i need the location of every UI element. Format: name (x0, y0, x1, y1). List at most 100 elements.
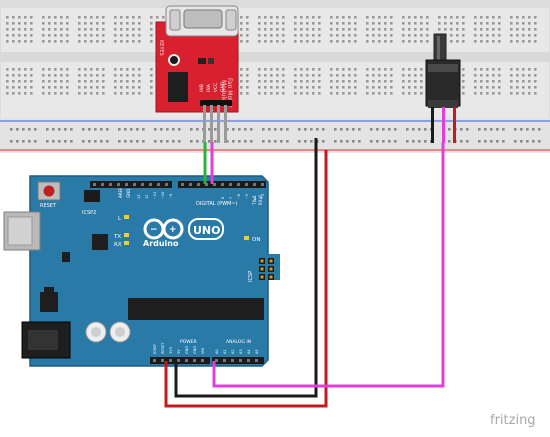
breadboard-hole (450, 28, 453, 31)
rail-hole (478, 140, 481, 143)
breadboard-hole (516, 80, 519, 83)
rail-hole (28, 140, 31, 143)
rail-hole (448, 140, 451, 143)
breadboard-hole (54, 40, 57, 43)
breadboard-hole (498, 74, 501, 77)
breadboard-hole (60, 86, 63, 89)
breadboard-hole (150, 34, 153, 37)
breadboard-hole (276, 16, 279, 19)
breadboard-hole (534, 68, 537, 71)
breadboard-hole (408, 40, 411, 43)
breadboard-hole (474, 80, 477, 83)
breadboard-hole (408, 92, 411, 95)
on-label: ON (252, 237, 260, 243)
breadboard-hole (48, 74, 51, 77)
breadboard-hole (78, 86, 81, 89)
breadboard-hole (528, 16, 531, 19)
digital-pin-label: ~5 (245, 194, 249, 199)
breadboard-hole (444, 22, 447, 25)
breadboard-hole (318, 74, 321, 77)
breadboard-hole (336, 74, 339, 77)
breadboard-hole (306, 22, 309, 25)
breadboard-hole (306, 74, 309, 77)
rail-hole (538, 140, 541, 143)
breadboard-hole (342, 68, 345, 71)
breadboard-hole (528, 34, 531, 37)
breadboard-hole (378, 74, 381, 77)
breadboard-hole (138, 68, 141, 71)
rail-hole (304, 128, 307, 131)
breadboard-hole (240, 22, 243, 25)
breadboard-hole (42, 92, 45, 95)
breadboard-hole (6, 80, 9, 83)
breadboard-hole (390, 22, 393, 25)
rail-hole (394, 128, 397, 131)
breadboard-hole (24, 80, 27, 83)
breadboard-hole (474, 86, 477, 89)
breadboard-hole (414, 92, 417, 95)
voltage-regulator-tab (44, 287, 54, 293)
pot-pin-left (431, 107, 434, 143)
breadboard-hole (6, 40, 9, 43)
breadboard-hole (114, 68, 117, 71)
rail-hole (274, 140, 277, 143)
breadboard-hole (498, 68, 501, 71)
breadboard-hole (402, 16, 405, 19)
breadboard-hole (138, 86, 141, 89)
breadboard-hole (408, 68, 411, 71)
breadboard-hole (372, 68, 375, 71)
reset-button-cap[interactable] (43, 185, 55, 197)
header-hole (125, 183, 128, 186)
rail-hole (28, 128, 31, 131)
breadboard-hole (90, 80, 93, 83)
breadboard-hole (312, 16, 315, 19)
rail-hole (70, 128, 73, 131)
rail-hole (190, 140, 193, 143)
breadboard-hole (54, 74, 57, 77)
rail-hole (244, 140, 247, 143)
header-hole (193, 359, 196, 362)
breadboard-hole (84, 80, 87, 83)
breadboard-hole (114, 28, 117, 31)
fan-motor-module: Fan Motor Module KEYES INB INA VCC GND (155, 5, 239, 143)
breadboard-hole (378, 16, 381, 19)
breadboard-hole (300, 22, 303, 25)
rail-hole (232, 128, 235, 131)
breadboard-hole (492, 40, 495, 43)
breadboard-hole (24, 34, 27, 37)
breadboard-hole (18, 40, 21, 43)
breadboard-hole (270, 86, 273, 89)
breadboard-hole (12, 86, 15, 89)
header-hole (93, 183, 96, 186)
breadboard-hole (24, 40, 27, 43)
breadboard-hole (318, 68, 321, 71)
header-hole (181, 183, 184, 186)
rail-hole (232, 140, 235, 143)
breadboard-hole (534, 92, 537, 95)
breadboard-hole (336, 16, 339, 19)
icsp-header (254, 254, 280, 280)
breadboard-hole (354, 40, 357, 43)
breadboard-hole (456, 28, 459, 31)
breadboard-hole (420, 16, 423, 19)
breadboard-hole (414, 86, 417, 89)
breadboard-hole (96, 22, 99, 25)
breadboard-hole (348, 68, 351, 71)
breadboard-hole (528, 92, 531, 95)
breadboard-hole (30, 68, 33, 71)
breadboard-hole (66, 92, 69, 95)
breadboard-hole (48, 68, 51, 71)
breadboard-hole (402, 68, 405, 71)
breadboard-hole (354, 34, 357, 37)
breadboard-hole (372, 86, 375, 89)
rail-hole (340, 140, 343, 143)
breadboard-hole (318, 86, 321, 89)
breadboard-hole (534, 34, 537, 37)
breadboard-hole (336, 22, 339, 25)
breadboard-hole (96, 74, 99, 77)
analog-pin-label: A4 (247, 349, 251, 354)
rail-hole (418, 140, 421, 143)
breadboard-hole (78, 28, 81, 31)
rail-hole (208, 140, 211, 143)
